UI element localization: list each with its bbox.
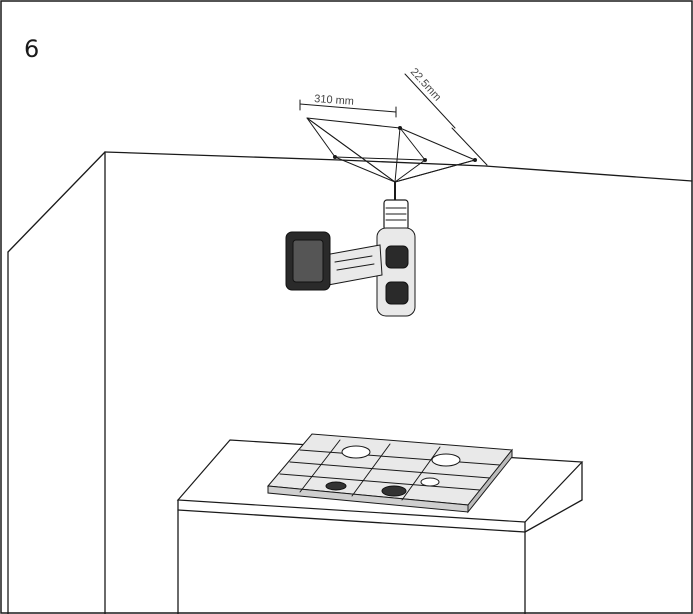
width-dimension: 310 mm — [299, 93, 397, 118]
step-number: 6 — [24, 35, 39, 63]
depth-dimension-label: 22.5mm — [408, 66, 444, 104]
room-walls — [7, 151, 693, 614]
width-dimension-label: 310 mm — [314, 93, 354, 108]
gas-hob-icon — [267, 433, 513, 514]
ceiling-mount-template — [306, 117, 477, 183]
power-drill-icon — [285, 181, 416, 317]
